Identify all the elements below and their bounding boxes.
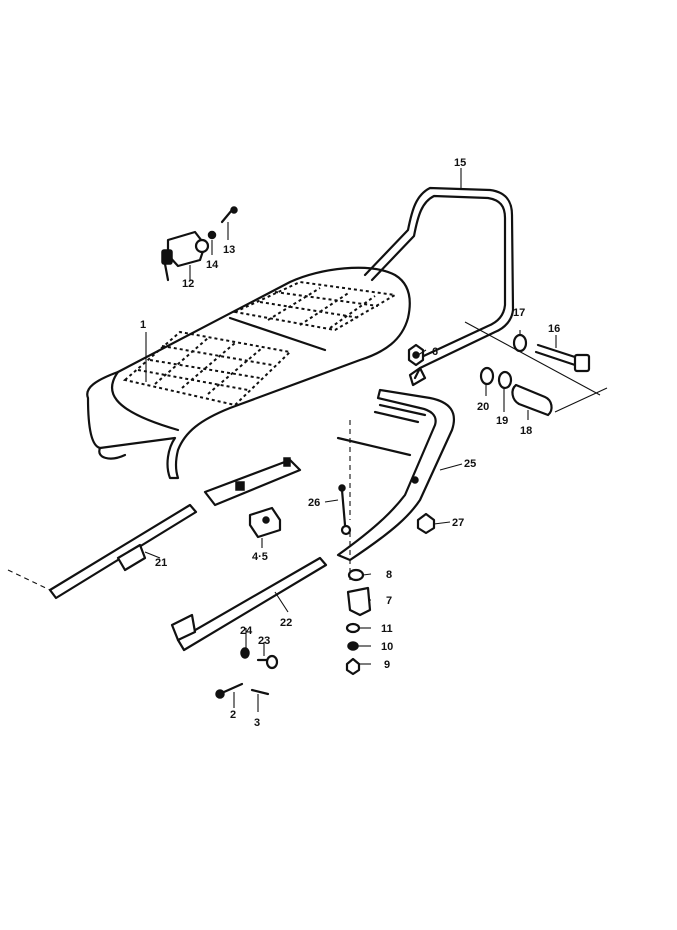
callout-18: 18 — [520, 425, 532, 437]
callout-2: 2 — [230, 709, 236, 721]
callout-4-5: 4·5 — [252, 551, 268, 563]
callout-1: 1 — [140, 319, 146, 331]
seat-assembly — [86, 266, 411, 507]
callout-9: 9 — [384, 659, 390, 671]
side-rails — [48, 503, 328, 652]
callout-labels: 1 2 3 4·5 6 7 8 9 10 11 12 13 14 15 16 1… — [140, 157, 560, 729]
callout-8: 8 — [386, 569, 392, 581]
callout-7: 7 — [386, 595, 392, 607]
small-hardware — [248, 484, 436, 676]
tail-cowl — [336, 388, 456, 562]
mounting-hardware — [407, 321, 608, 417]
callout-16: 16 — [548, 323, 560, 335]
callout-21: 21 — [155, 557, 167, 569]
callout-14: 14 — [206, 259, 219, 271]
callout-15: 15 — [454, 157, 466, 169]
callout-6: 6 — [432, 346, 438, 358]
leader-lines — [7, 168, 557, 712]
seat-lock-set — [161, 206, 238, 282]
grab-bar — [363, 186, 515, 387]
callout-19: 19 — [496, 415, 508, 427]
callout-13: 13 — [223, 244, 235, 256]
callout-11: 11 — [381, 623, 393, 635]
callout-25: 25 — [464, 458, 476, 470]
callout-24: 24 — [240, 625, 253, 637]
callout-23: 23 — [258, 635, 270, 647]
callout-10: 10 — [381, 641, 393, 653]
callout-17: 17 — [513, 307, 525, 319]
bottom-screws — [215, 647, 279, 699]
callout-27: 27 — [452, 517, 464, 529]
callout-26: 26 — [308, 497, 320, 509]
callout-3: 3 — [254, 717, 260, 729]
callout-20: 20 — [477, 401, 489, 413]
callout-22: 22 — [280, 617, 292, 629]
callout-12: 12 — [182, 278, 194, 290]
